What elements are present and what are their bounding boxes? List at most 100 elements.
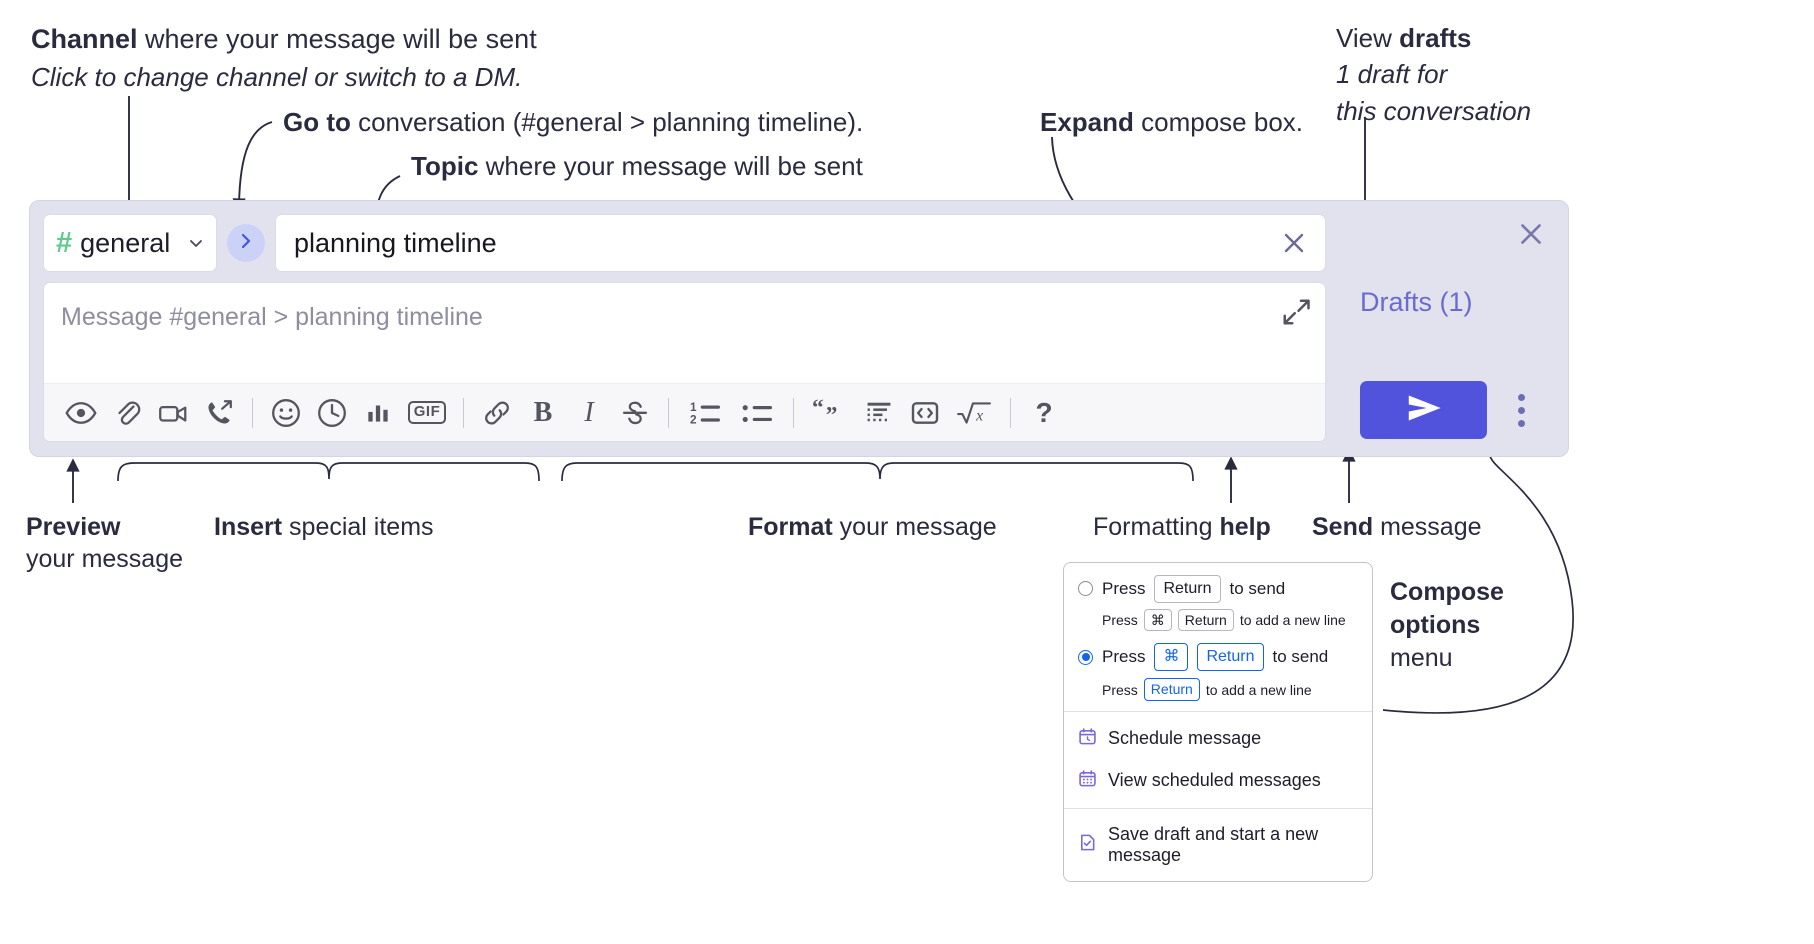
annotation-goto: Go to conversation (#general > planning … [283, 106, 863, 139]
strikethrough-icon[interactable] [612, 393, 658, 433]
radio-button-unselected[interactable] [1078, 581, 1093, 597]
radio-2-pre: Press [1102, 647, 1146, 667]
radio-1-pre: Press [1102, 578, 1146, 598]
annotation-expand: Expand compose box. [1040, 106, 1303, 139]
menu-divider-1 [1064, 710, 1372, 712]
compose-right-rail: Drafts (1) [1328, 201, 1568, 456]
kebab-dot-1 [1517, 393, 1525, 401]
topic-input-wrapper[interactable]: planning timeline [275, 214, 1326, 272]
annotation-format: Format your message [748, 511, 997, 543]
radio-option-return[interactable]: Press Return to send [1078, 575, 1358, 603]
close-icon[interactable] [1277, 226, 1311, 260]
bold-label: B [533, 396, 553, 428]
annotation-fmthelp-bold: help [1219, 513, 1271, 541]
code-icon[interactable] [902, 393, 948, 433]
radio-1-key: Return [1154, 575, 1221, 603]
annotation-drafts-sub2: this conversation [1336, 95, 1532, 126]
send-button[interactable] [1360, 381, 1487, 439]
radio-option-cmd-return[interactable]: Press ⌘ Return to send [1078, 643, 1358, 672]
hash-icon: # [56, 226, 73, 259]
annotation-preview: Preview your message [26, 511, 183, 575]
chevron-right-icon [236, 231, 256, 256]
annotation-drafts: View drafts 1 draft for this conversatio… [1336, 22, 1531, 128]
compose-options-menu: Press Return to send Press ⌘ Return to a… [1063, 562, 1373, 882]
toolbar-separator-2 [463, 397, 464, 428]
link-icon[interactable] [474, 393, 520, 433]
close-icon[interactable] [1516, 219, 1546, 249]
video-camera-icon[interactable] [150, 393, 196, 433]
annotation-insert-rest: special items [282, 513, 434, 541]
message-input[interactable]: Message #general > planning timeline [44, 283, 1325, 383]
code-block-icon[interactable] [856, 393, 902, 433]
annotation-goto-bold: Go to [283, 107, 351, 137]
toolbar-separator-3 [668, 397, 669, 428]
chevron-down-icon [188, 235, 204, 251]
topic-input[interactable]: planning timeline [294, 227, 497, 258]
square-root-icon[interactable]: x [948, 393, 1000, 433]
send-icon [1403, 390, 1445, 431]
radio-2-sub-key: Return [1143, 678, 1200, 701]
annotation-compose-rest: menu [1390, 644, 1453, 672]
kebab-dot-3 [1517, 419, 1525, 427]
toolbar-separator-1 [252, 397, 253, 428]
clock-icon[interactable] [309, 393, 355, 433]
toolbar-separator-5 [1010, 397, 1011, 428]
emoji-button[interactable] [263, 393, 309, 433]
annotation-topic-rest: where your message will be sent [478, 151, 863, 181]
gif-icon[interactable]: GIF [401, 393, 453, 433]
toolbar-separator-4 [793, 397, 794, 428]
question-mark-icon[interactable]: ? [1021, 393, 1067, 433]
menu-item-label: Save draft and start a new message [1108, 823, 1319, 865]
annotation-compose-bold1: Compose [1390, 578, 1504, 606]
menu-item-view-scheduled[interactable]: View scheduled messages [1064, 760, 1372, 802]
radio-2-post: to send [1272, 647, 1329, 667]
italic-icon[interactable]: I [566, 393, 612, 433]
quote-icon[interactable]: “” [804, 393, 856, 433]
phone-forward-icon[interactable] [196, 393, 242, 433]
bar-chart-icon[interactable] [355, 393, 401, 433]
radio-button-selected[interactable] [1078, 649, 1093, 665]
radio-2-sub-post: to add a new line [1205, 681, 1312, 698]
annotation-send-bold: Send [1312, 513, 1374, 541]
annotation-goto-rest: conversation (#general > planning timeli… [350, 107, 864, 137]
drafts-link[interactable]: Drafts (1) [1360, 287, 1473, 317]
annotation-fmthelp-pre: Formatting [1093, 513, 1220, 541]
annotation-preview-line2: your message [26, 545, 184, 573]
annotation-topic-bold: Topic [411, 151, 479, 181]
preview-button[interactable] [58, 393, 104, 433]
svg-text:x: x [975, 407, 983, 424]
radio-1-post: to send [1229, 578, 1286, 598]
annotation-channel-rest: where your message will be sent [137, 24, 537, 54]
attach-button[interactable] [104, 393, 150, 433]
annotation-channel-sub: Click to change channel or switch to a D… [31, 61, 523, 92]
send-shortcut-options: Press Return to send Press ⌘ Return to a… [1064, 563, 1372, 711]
menu-item-schedule-message[interactable]: Schedule message [1064, 718, 1372, 760]
bold-icon[interactable]: B [520, 393, 566, 433]
annotation-preview-bold: Preview [26, 513, 121, 541]
channel-selector[interactable]: # general [43, 214, 217, 272]
goto-conversation-button[interactable] [227, 224, 265, 262]
svg-text:2: 2 [690, 413, 697, 426]
radio-1-subtext: Press ⌘ Return to add a new line [1102, 608, 1358, 632]
italic-label: I [584, 396, 594, 428]
channel-name: general [80, 227, 171, 258]
calendar-clock-icon [1078, 727, 1097, 751]
annotation-insert-bold: Insert [214, 513, 283, 541]
menu-item-save-draft[interactable]: Save draft and start a new message [1064, 815, 1372, 875]
help-label: ? [1035, 396, 1053, 428]
bulleted-list-icon[interactable] [731, 393, 783, 433]
menu-item-label: Schedule message [1108, 728, 1262, 749]
annotation-send-rest: message [1373, 513, 1482, 541]
radio-2-subtext: Press Return to add a new line [1102, 678, 1358, 701]
command-key-icon: ⌘ [1143, 608, 1172, 632]
annotation-format-rest: your message [832, 513, 997, 541]
expand-icon[interactable] [1281, 297, 1311, 327]
gif-label: GIF [407, 401, 447, 424]
annotation-drafts-pre: View [1336, 23, 1400, 53]
annotation-format-bold: Format [748, 513, 833, 541]
svg-text:1: 1 [690, 400, 697, 413]
more-vertical-icon[interactable] [1508, 389, 1534, 431]
annotation-send: Send message [1312, 511, 1482, 543]
